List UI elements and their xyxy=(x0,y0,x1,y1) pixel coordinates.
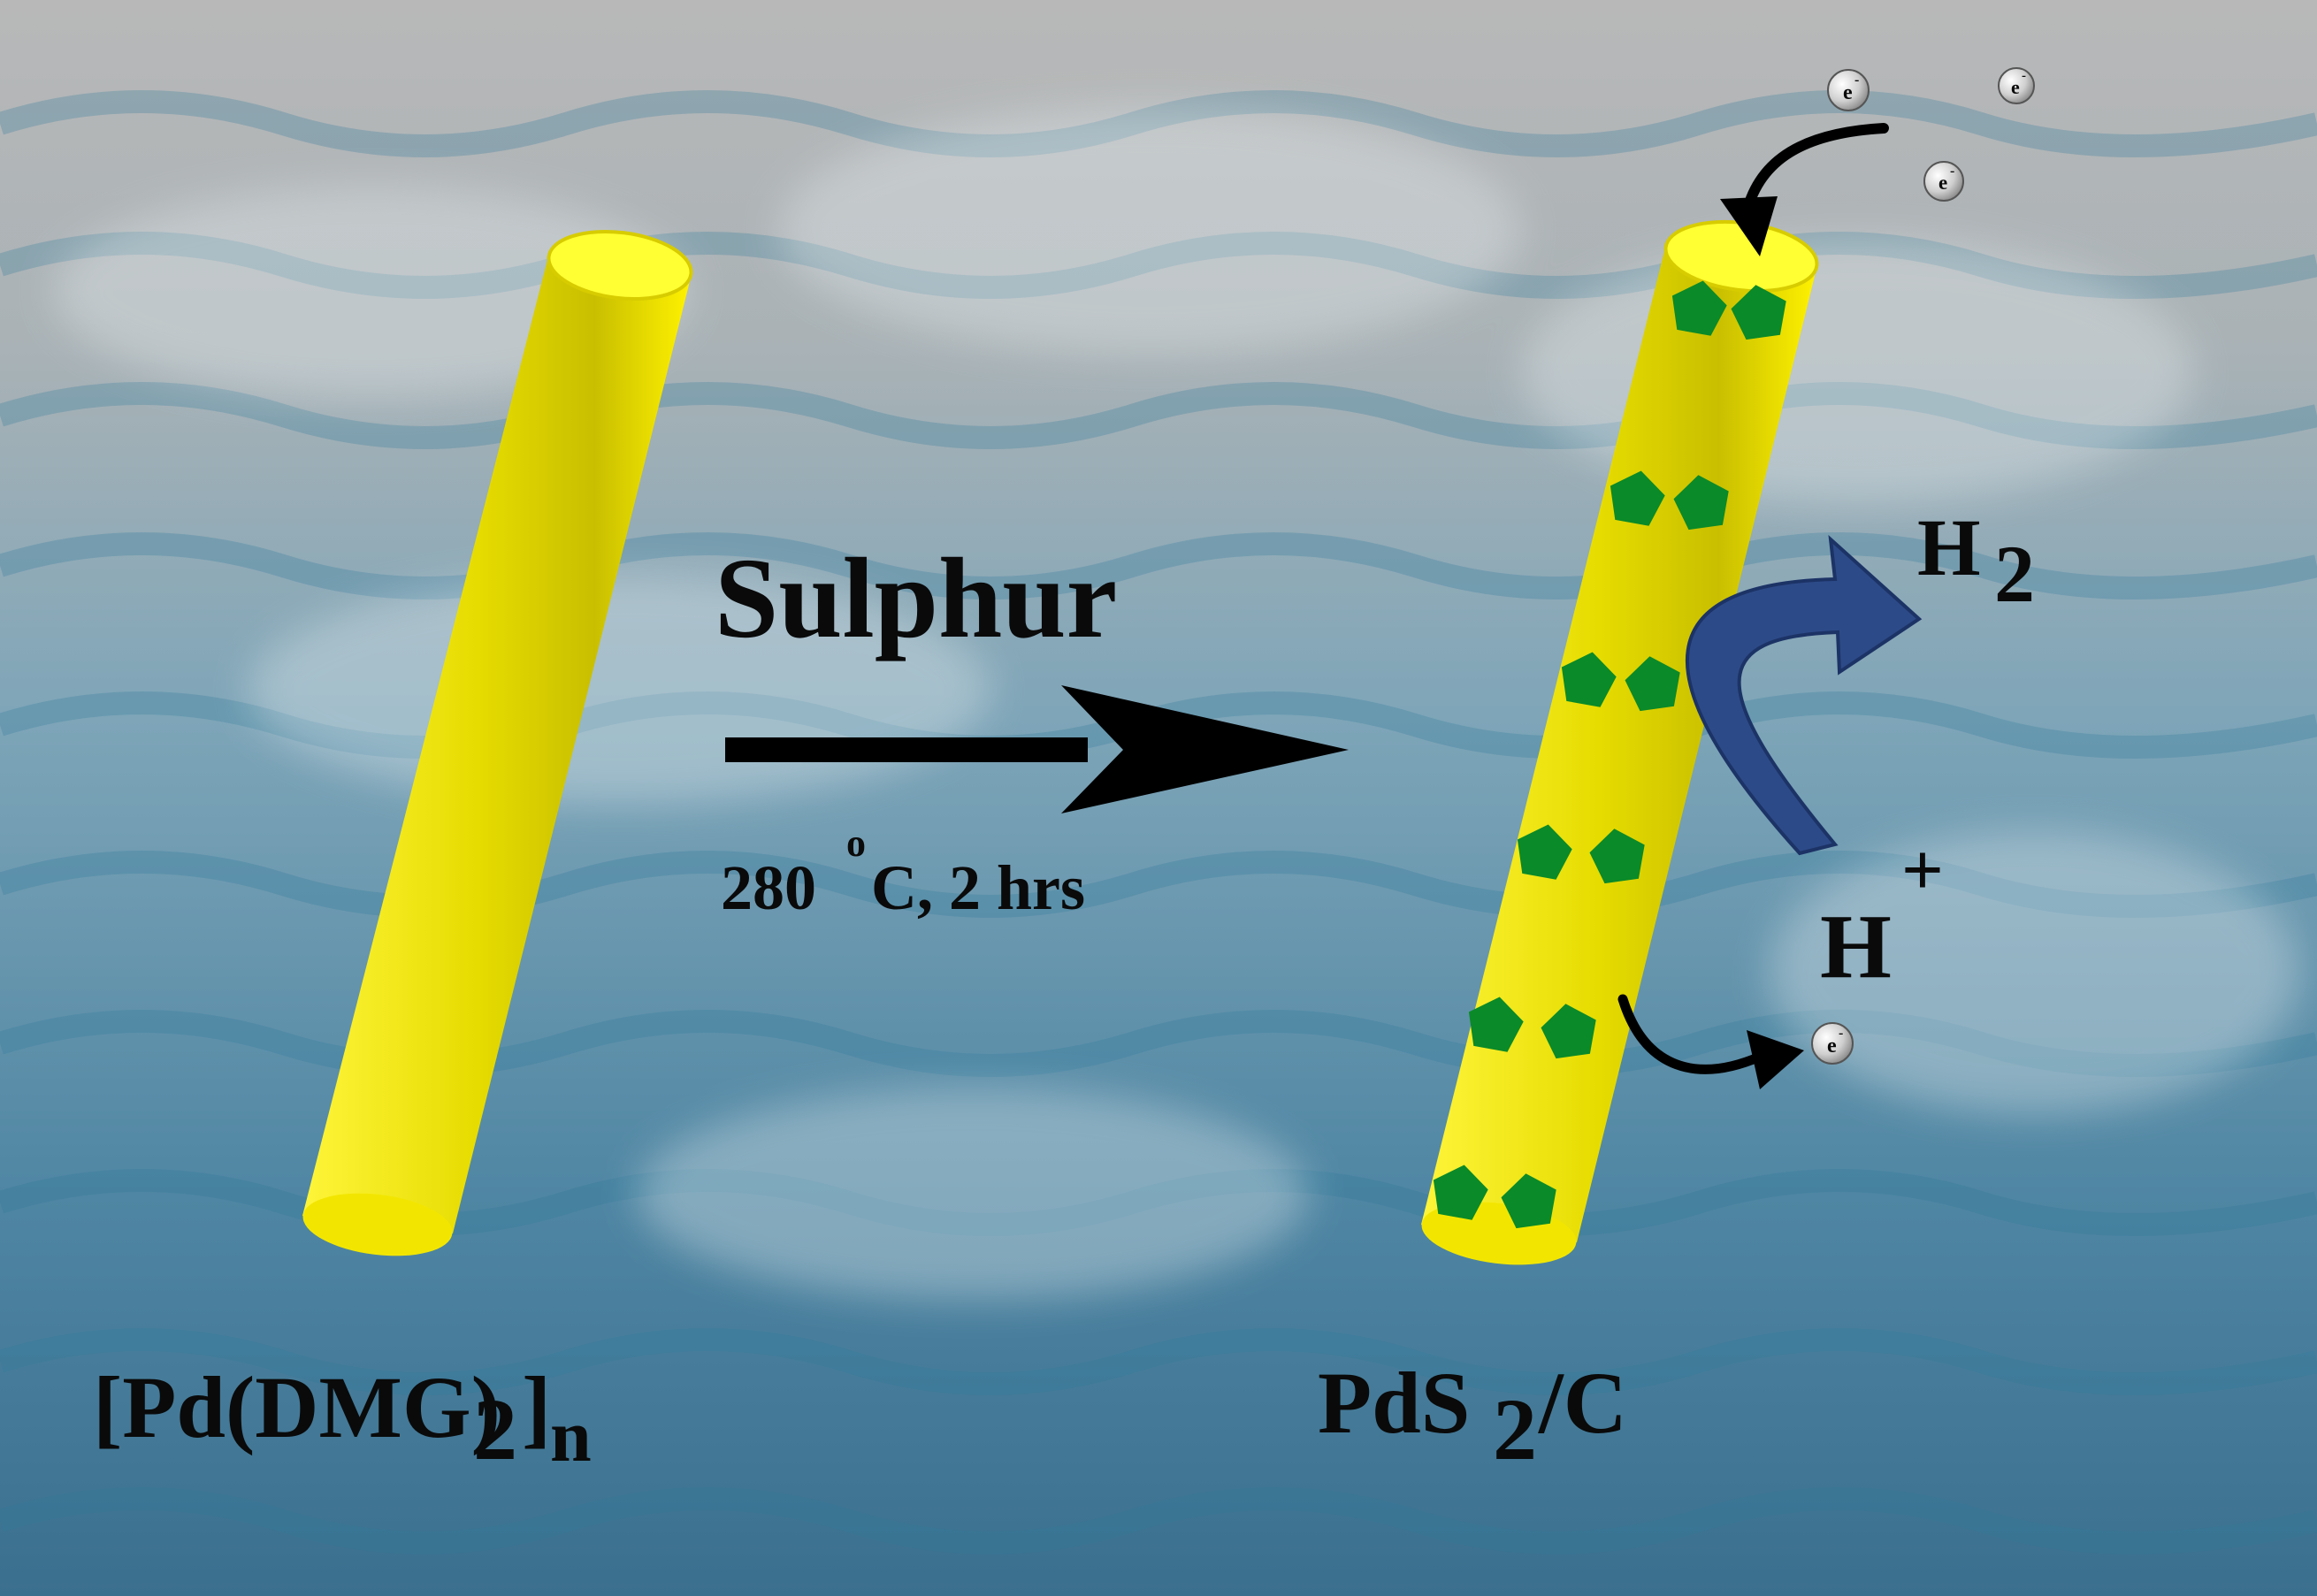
pds2-particle xyxy=(1541,1004,1596,1059)
svg-text:-: - xyxy=(1950,164,1954,179)
svg-text:e: e xyxy=(1827,1035,1837,1058)
pds2-particle xyxy=(1517,824,1572,880)
pds2-particle xyxy=(1433,1165,1488,1220)
svg-text:-: - xyxy=(1854,73,1859,88)
pds2-particle xyxy=(1731,285,1786,340)
svg-text:2: 2 xyxy=(1994,529,2035,619)
pds2-particle xyxy=(1610,470,1665,526)
reactant-rod xyxy=(302,229,693,1256)
svg-text:PdS: PdS xyxy=(1318,1354,1470,1452)
svg-text:-: - xyxy=(1839,1026,1843,1041)
svg-text:H: H xyxy=(1820,896,1892,997)
conditions-label: 280 o C, 2 hrs xyxy=(721,821,1085,923)
electron-in-arrow xyxy=(1720,123,1889,256)
svg-text:]: ] xyxy=(522,1358,551,1456)
pds2-particle xyxy=(1468,997,1524,1052)
svg-text:e: e xyxy=(1843,81,1853,104)
pds2-particle xyxy=(1671,280,1727,336)
svg-text:-: - xyxy=(2022,69,2026,83)
reaction-arrow xyxy=(725,685,1349,813)
svg-text:e: e xyxy=(2011,76,2020,98)
svg-text:o: o xyxy=(846,821,866,865)
pds2-particle xyxy=(1561,652,1617,707)
electron-2: e - xyxy=(1998,67,2035,104)
product-formula: PdS 2 /C xyxy=(1318,1354,1627,1478)
hydrogen-gas-label: H 2 xyxy=(1917,502,2035,619)
electron-3: e - xyxy=(1923,161,1964,202)
svg-text:C, 2 hrs: C, 2 hrs xyxy=(871,852,1085,923)
electron-out-arrow xyxy=(1617,994,1804,1089)
pds2-particle xyxy=(1589,829,1645,884)
svg-text:[Pd(DMG): [Pd(DMG) xyxy=(93,1358,501,1456)
curved-arrow-h-to-h2 xyxy=(1686,534,1923,856)
pds2-particle xyxy=(1673,475,1729,531)
svg-text:280: 280 xyxy=(721,852,816,923)
svg-text:e: e xyxy=(1938,172,1947,194)
svg-text:2: 2 xyxy=(1493,1380,1537,1478)
reactant-formula: [Pd(DMG) 2 ] n xyxy=(93,1358,592,1478)
svg-text:n: n xyxy=(550,1395,592,1478)
svg-text:+: + xyxy=(1901,829,1944,912)
svg-text:2: 2 xyxy=(473,1380,517,1478)
pds2-particle xyxy=(1625,656,1680,712)
svg-text:H: H xyxy=(1917,502,1981,592)
reagent-label: Sulphur xyxy=(715,535,1117,662)
svg-text:/C: /C xyxy=(1538,1354,1627,1452)
pds2-particle xyxy=(1501,1173,1556,1229)
product-rod xyxy=(1421,219,1819,1265)
electron-1: e - xyxy=(1827,69,1870,111)
electron-4: e - xyxy=(1811,1022,1854,1065)
pds2-particles xyxy=(1433,280,1786,1229)
proton-label: H + xyxy=(1820,829,1944,997)
